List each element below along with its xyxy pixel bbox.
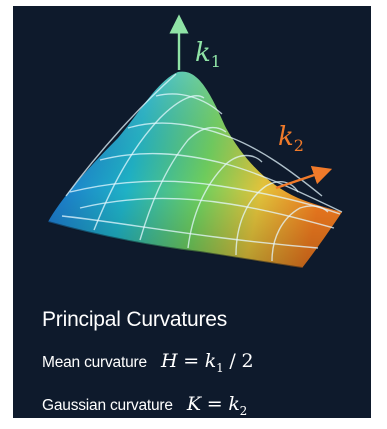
mean-curvature-row: Mean curvature H = k1 / 2 [42, 350, 254, 375]
gaussian-curvature-row: Gaussian curvature K = k2 [42, 393, 247, 418]
k1-symbol: k [195, 38, 211, 68]
gauss-formula-eq: = [206, 393, 223, 415]
k2-symbol: k [278, 122, 294, 152]
surface-rim [47, 221, 303, 269]
mean-curvature-label: Mean curvature [42, 354, 147, 371]
mean-curvature-formula: H = k1 / 2 [161, 350, 254, 375]
k2-arrow [275, 166, 333, 190]
k2-label: k2 [278, 124, 304, 154]
gauss-formula-lhs: K [186, 393, 201, 415]
k1-subscript: 1 [210, 52, 221, 72]
mean-formula-sub: 1 [216, 360, 224, 375]
gaussian-curvature-label: Gaussian curvature [42, 397, 173, 414]
gauss-formula-sub: 2 [239, 403, 248, 418]
mean-formula-eq: = [183, 350, 199, 372]
caption-title: Principal Curvatures [42, 308, 228, 331]
mean-formula-k: k [204, 350, 217, 372]
mean-formula-rest: / 2 [229, 350, 254, 372]
gauss-formula-k: k [228, 393, 240, 415]
mean-formula-lhs: H [161, 350, 178, 372]
surface-mesh [61, 73, 343, 262]
k1-label: k1 [195, 40, 221, 70]
surface-shading [48, 71, 342, 268]
k2-subscript: 2 [293, 136, 304, 156]
gaussian-curvature-formula: K = k2 [186, 393, 248, 418]
